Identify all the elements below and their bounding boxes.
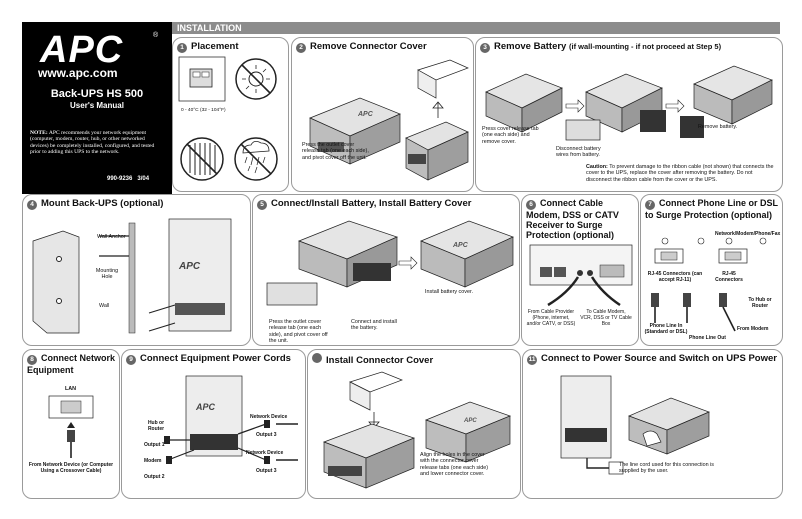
output-1-label: Output 1 [144,442,165,448]
phone-line-out: Phone Line Out [689,335,726,341]
section-title: Install Connector Cover [312,353,433,366]
mounting-hole-label: Mounting Hole [95,268,119,281]
to-hub-router: To Hub or Router [748,297,772,309]
svg-text:APC: APC [357,111,374,118]
wall-anchor-label: Wall Anchor [97,234,126,240]
ups-box-icon [189,68,213,88]
temperature-range: 0 - 40°C (32 - 104°F) [181,108,226,113]
step-badge: 5 [257,200,267,210]
phone-jack-illustration [651,237,767,332]
install-cover-caption: Install battery cover. [425,289,473,295]
power-source-illustration [560,375,710,475]
power-cord-illustration: APC [164,375,298,464]
battery-install-illustration: APC [266,220,514,306]
step-badge: 1 [177,43,187,53]
lan-label: LAN [65,386,77,392]
connect-battery-caption: Connect and install the battery. [351,319,397,332]
modem-label: Modem [144,458,162,464]
line-cord-caption: The line cord used for this connection i… [619,462,714,475]
placement-icons [178,56,278,181]
from-cable-provider: From Cable Provider (Phone, internet, an… [526,309,576,327]
remove-cover-caption: Press the outlet cover release tab (one … [302,142,369,161]
remove-battery-caption: Remove battery. [698,124,738,130]
network-device-top: Network Device [250,414,288,420]
doc-number: 990-9236 3/04 [107,176,150,182]
align-holes-caption: Align the holes in the cover with the co… [420,452,489,478]
svg-text:APC: APC [463,418,477,424]
step-badge: 2 [296,43,306,53]
header-title: INSTALLATION [177,23,242,33]
connector-cover-illustration: APC [323,371,511,489]
caution-note: Caution: To prevent damage to the ribbon… [586,164,774,183]
manual-title: User's Manual [70,101,124,110]
section-install-connector-cover: Install Connector Cover APC Align the ho… [307,349,521,499]
step-badge: 11 [527,355,537,365]
website-url: www.apc.com [38,66,118,80]
rj45-connectors-b: RJ-45 Connectors [715,271,743,283]
step-badge: 4 [27,200,37,210]
coax-illustration [529,244,633,307]
rj45-connectors-a: RJ-45 Connectors (can accept RJ-11) [647,271,703,283]
step-badge: 3 [480,43,490,53]
phone-line-in: Phone Line In (Standard or DSL) [644,323,688,335]
disconnect-caption: Disconnect battery wires from battery. [556,146,601,159]
output-2-label: Output 2 [144,474,165,480]
press-release-caption: Press cover release tab (one each side) … [482,126,539,145]
svg-text:APC: APC [452,242,469,249]
press-outlet-caption: Press the outlet cover release tab (one … [269,319,328,345]
hub-router-label: Hub or Router [147,420,165,432]
registered-mark: ® [153,32,159,39]
step-badge: 7 [645,200,655,210]
battery-removal-illustration [485,65,773,141]
svg-text:APC: APC [195,402,216,412]
step-badge: 9 [126,355,136,365]
ups-cover-illustration: APC [309,59,469,181]
step-badge [312,353,322,363]
step-badge: 8 [27,355,37,365]
product-name: Back-UPS HS 500 [50,88,144,100]
output-3-top: Output 3 [256,432,277,438]
from-modem: From Modem [737,326,769,332]
cover-block: APC ® www.apc.com Back-UPS HS 500 User's… [22,22,172,194]
network-modem-label: Network/Modem/Phone/Fax [715,231,781,237]
wall-label: Wall [99,303,110,309]
no-rain-icon [234,137,278,181]
cover-note: NOTE: APC recommends your network equipm… [30,130,155,155]
installation-header: INSTALLATION [172,22,780,34]
from-network-device: From Network Device (or Computer Using a… [28,462,114,474]
output-3-bottom: Output 3 [256,468,277,474]
svg-text:APC: APC [178,261,201,272]
no-sun-icon [235,58,277,100]
wall-mount-illustration: APC [32,218,232,334]
apc-logo: APC [40,29,124,71]
no-radiator-icon [180,137,224,181]
network-device-bottom: Network Device [246,450,284,456]
step-badge: 6 [526,200,536,210]
lan-port-illustration [48,395,94,458]
to-cable-modem: To Cable Modem, VCR, DSS or TV Cable Box [580,309,632,327]
